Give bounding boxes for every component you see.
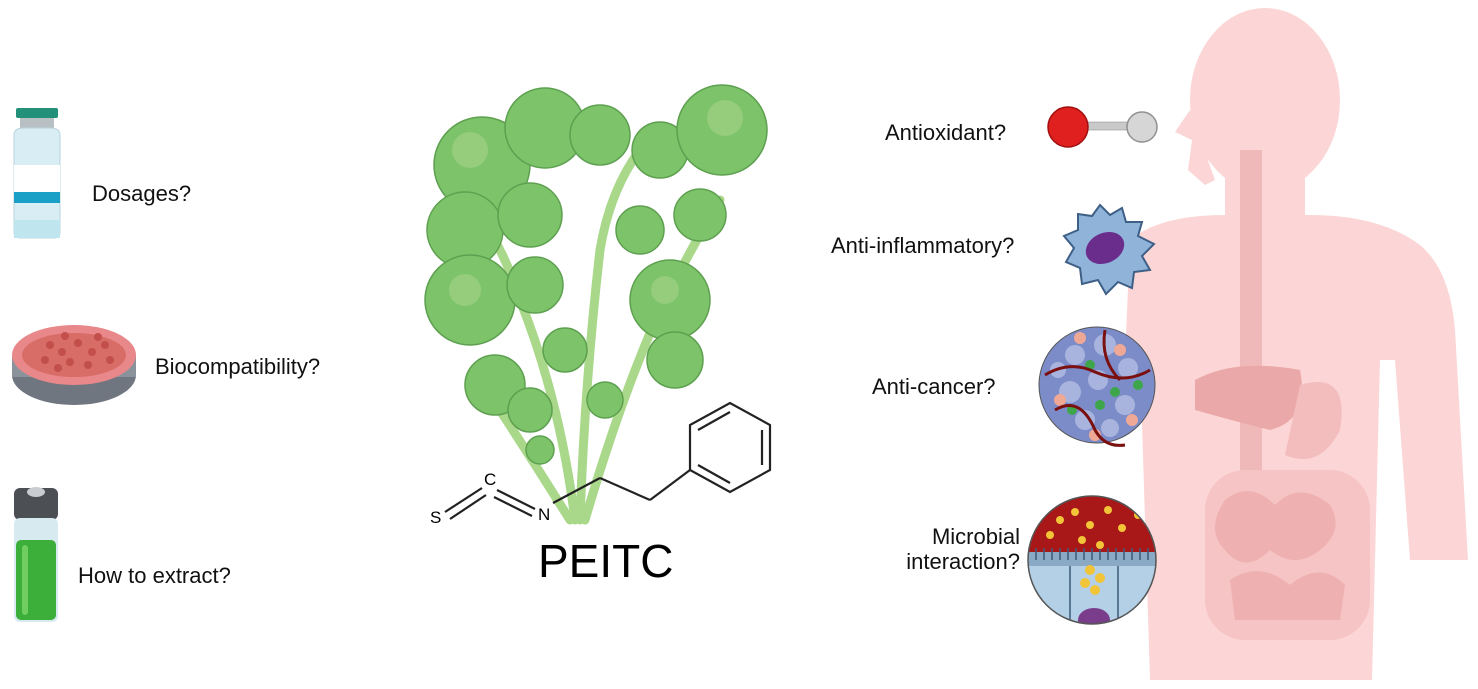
- microbial-interaction-label: Microbial interaction?: [868, 524, 1020, 575]
- hydroxyl-molecule-icon: [1047, 106, 1158, 148]
- antioxidant-label: Antioxidant?: [885, 120, 1007, 145]
- petri-dish-icon: [12, 325, 136, 405]
- sulfur-atom-label: S: [430, 508, 442, 527]
- microbial-label-line1: Microbial: [931, 524, 1020, 549]
- peitc-title: PEITC: [538, 535, 674, 587]
- organs: [1195, 150, 1370, 640]
- biocompatibility-label: Biocompatibility?: [155, 354, 321, 379]
- tumor-cells-icon: [1038, 326, 1156, 447]
- carbon-atom-label: C: [484, 470, 497, 489]
- anti-cancer-label: Anti-cancer?: [872, 374, 996, 399]
- macrophage-cell-icon: [1062, 203, 1156, 296]
- watercress-plant-icon: [424, 84, 768, 525]
- peitc-structure: [444, 401, 772, 520]
- nitrogen-atom-label: N: [538, 505, 551, 524]
- anti-inflammatory-label: Anti-inflammatory?: [831, 233, 1015, 258]
- extraction-vial-icon: [14, 487, 58, 622]
- dosages-label: Dosages?: [92, 181, 192, 206]
- microbial-label-line2: interaction?: [906, 549, 1020, 575]
- extraction-label: How to extract?: [78, 563, 231, 588]
- gut-microbiota-icon: [1027, 495, 1157, 625]
- dosage-vial-icon: [13, 108, 61, 239]
